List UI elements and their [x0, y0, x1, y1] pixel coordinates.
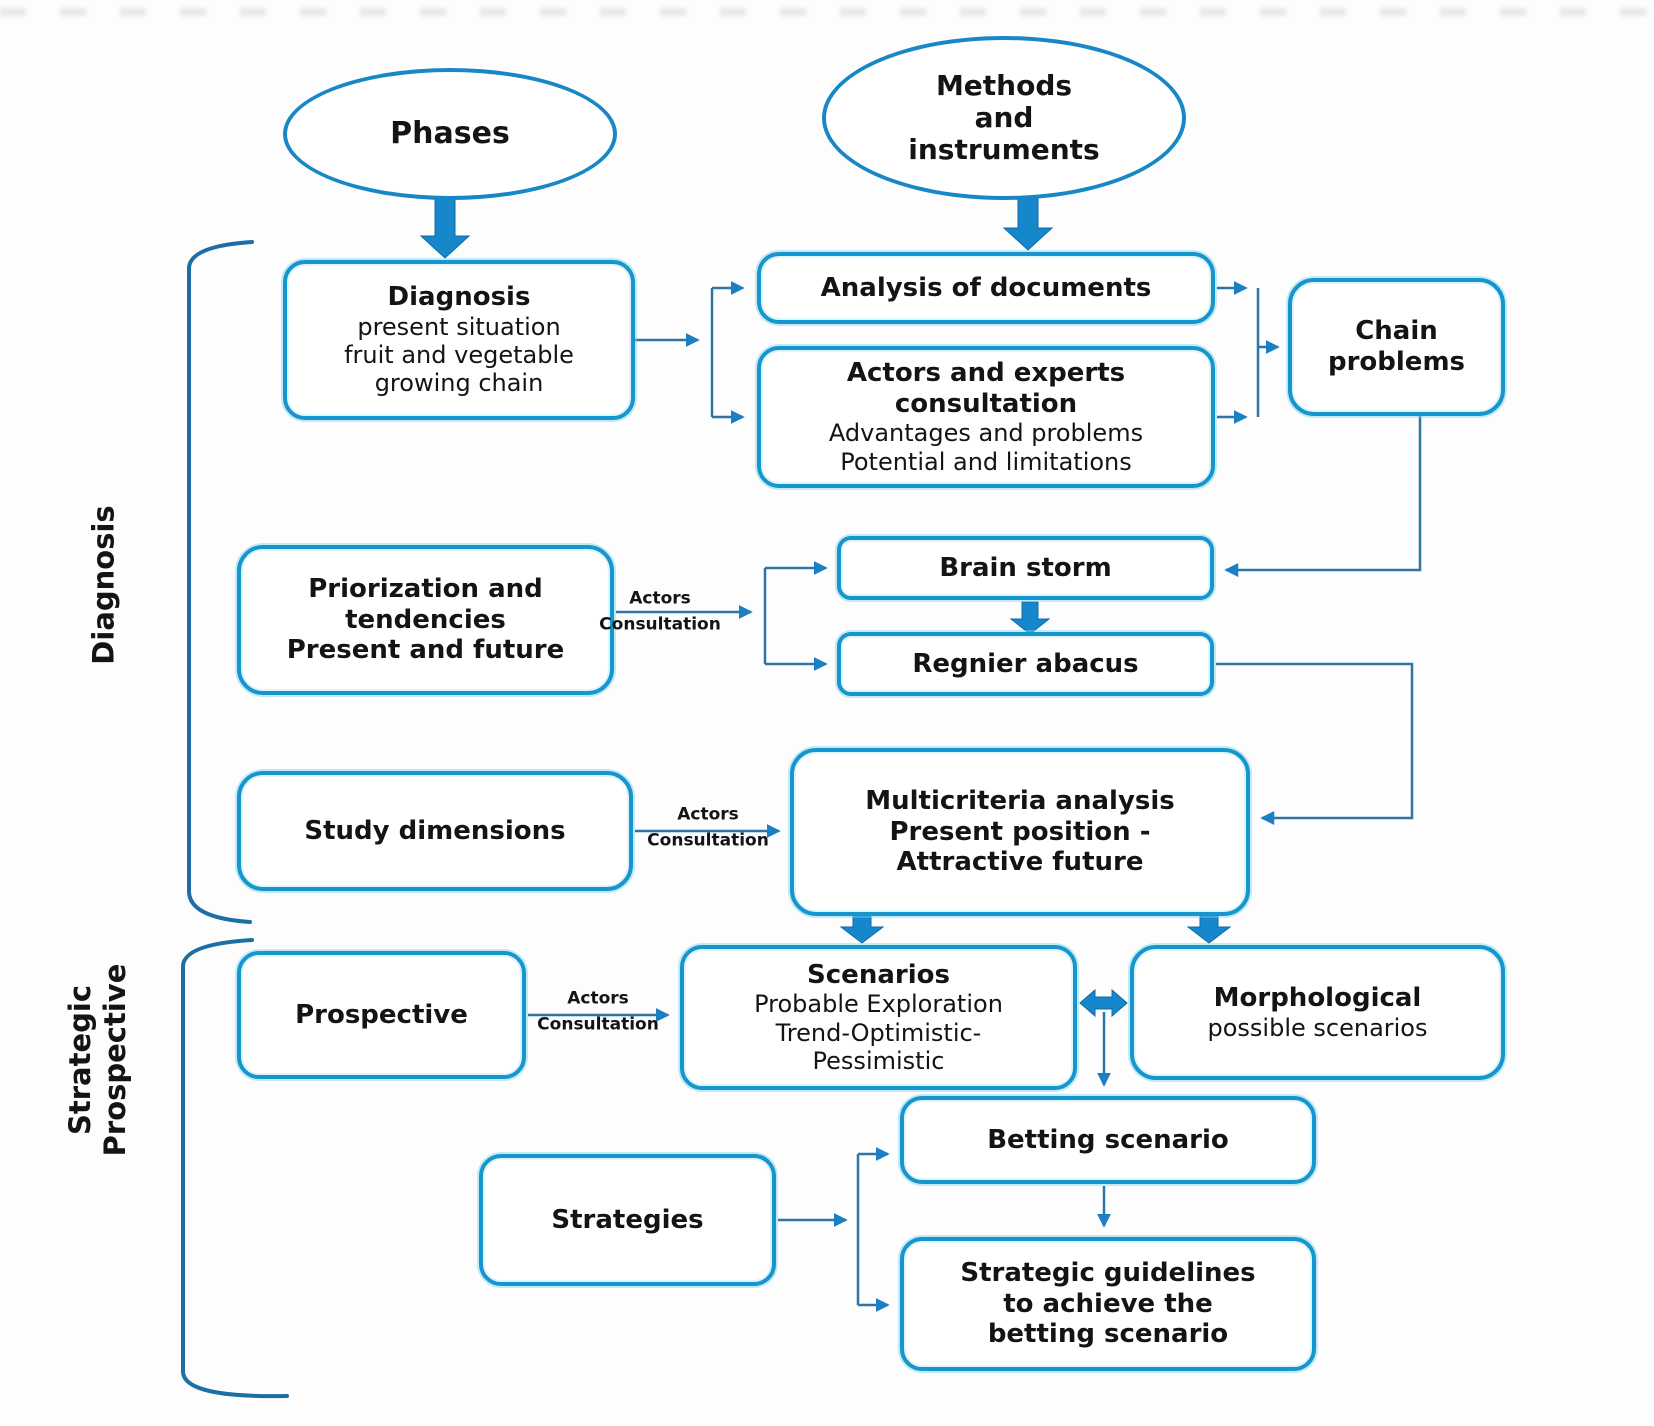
morphological-line: possible scenarios [1207, 1013, 1428, 1042]
diagnosis-line: growing chain [374, 369, 544, 398]
methods-ellipse: Methods and instruments [822, 36, 1186, 200]
analysis-of-documents-box: Analysis of documents [757, 252, 1215, 324]
guidelines-line: Strategic guidelines [960, 1257, 1256, 1288]
scenarios-line: Probable Exploration [754, 990, 1003, 1019]
chain-title: Chain [1355, 316, 1438, 347]
actors-line: Potential and limitations [840, 447, 1132, 476]
diagnosis-line: present situation [357, 312, 561, 341]
strategies-box: Strategies [479, 1154, 776, 1286]
brainstorm-to-regnier-arrow [1009, 601, 1051, 635]
scenarios-box: Scenarios Probable Exploration Trend-Opt… [680, 945, 1077, 1090]
priorization-line: Present and future [286, 635, 565, 666]
betting-title: Betting scenario [987, 1124, 1229, 1155]
guidelines-line: to achieve the [1003, 1288, 1213, 1319]
priorization-line: Priorization and [308, 573, 543, 604]
phases-label: Phases [390, 115, 510, 151]
strategies-title: Strategies [551, 1204, 704, 1235]
actors-title: Actors and experts [846, 358, 1126, 389]
phases-ellipse: Phases [283, 68, 617, 200]
betting-scenario-box: Betting scenario [900, 1096, 1316, 1184]
actors-title: consultation [894, 388, 1078, 419]
multicriteria-to-morphological-arrow [1186, 915, 1232, 944]
diagnosis-line: fruit and vegetable [344, 341, 574, 370]
methods-label-line: and [974, 100, 1034, 134]
chain-title: problems [1327, 347, 1466, 377]
multicriteria-box: Multicriteria analysis Present position … [790, 748, 1250, 916]
scan-artifact [0, 8, 1654, 16]
strategies-splitter [778, 1147, 890, 1312]
diagnosis-to-methods-splitter [635, 281, 745, 424]
scenarios-morphological-double-arrow [1079, 988, 1128, 1018]
diagnosis-box: Diagnosis present situation fruit and ve… [283, 260, 635, 420]
methods-label-line: Methods [935, 68, 1073, 102]
diagnosis-phase-label: Diagnosis [86, 505, 121, 665]
multicriteria-line: Present position - [889, 816, 1151, 847]
study-dimensions-box: Study dimensions [237, 771, 633, 891]
morphological-title: Morphological [1213, 983, 1422, 1013]
regnier-title: Regnier abacus [912, 648, 1139, 679]
regnier-to-multicriteria-connector [1216, 662, 1414, 825]
scenarios-line: Pessimistic [812, 1046, 945, 1075]
priorization-line: tendencies [345, 604, 506, 635]
brainstorm-title: Brain storm [939, 552, 1112, 583]
guidelines-line: betting scenario [987, 1319, 1229, 1350]
scenarios-line: Trend-Optimistic- [775, 1018, 982, 1047]
strategic-prospective-bracket [181, 938, 289, 1399]
priorization-box: Priorization and tendencies Present and … [237, 545, 614, 695]
actors-consultation-label: Actors Consultation [537, 988, 659, 1035]
methods-label-line: instruments [908, 133, 1100, 167]
diagnosis-title: Diagnosis [387, 282, 531, 313]
methods-to-chain-splitter [1217, 281, 1280, 424]
methods-to-analysis-arrow [1002, 193, 1054, 251]
analysis-title: Analysis of documents [820, 272, 1152, 303]
priorization-splitter [616, 561, 828, 671]
morphological-box: Morphological possible scenarios [1130, 945, 1505, 1080]
prospective-box: Prospective [237, 951, 526, 1079]
multicriteria-line: Multicriteria analysis [865, 785, 1175, 816]
actors-experts-box: Actors and experts consultation Advantag… [757, 346, 1215, 488]
actors-line: Advantages and problems [828, 419, 1144, 448]
scenarios-title: Scenarios [807, 959, 950, 990]
multicriteria-to-scenarios-arrow [839, 915, 885, 944]
strategic-prospective-phase-label: Strategic Prospective [63, 963, 132, 1157]
diagnosis-bracket [187, 240, 254, 924]
actors-consultation-label: Actors Consultation [599, 588, 721, 635]
regnier-abacus-box: Regnier abacus [837, 632, 1214, 696]
multicriteria-line: Attractive future [896, 847, 1144, 878]
chain-problems-box: Chain problems [1288, 278, 1505, 416]
chain-to-brainstorm-connector [1224, 416, 1422, 577]
strategic-guidelines-box: Strategic guidelines to achieve the bett… [900, 1237, 1316, 1371]
study-title: Study dimensions [304, 815, 566, 846]
prospective-title: Prospective [295, 999, 468, 1030]
actors-consultation-label: Actors Consultation [647, 804, 769, 851]
phases-to-diagnosis-arrow [419, 193, 471, 259]
brainstorm-box: Brain storm [837, 536, 1214, 600]
